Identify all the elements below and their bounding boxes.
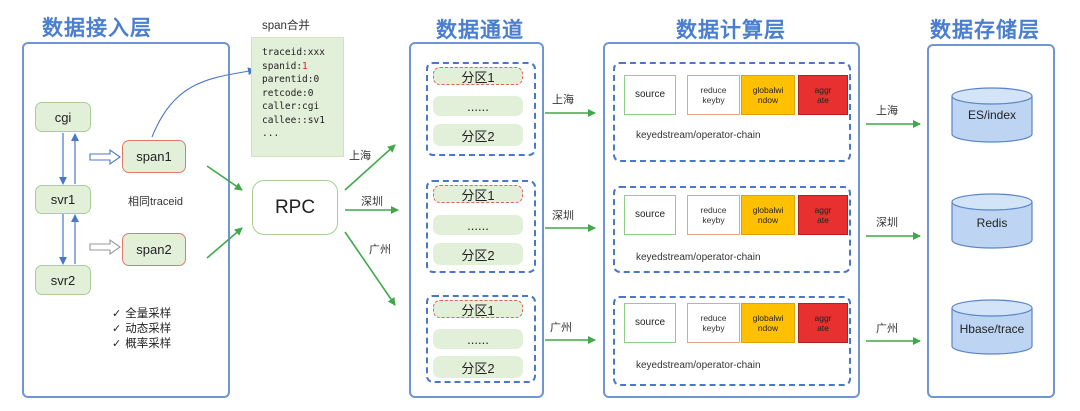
partition-2: 分区2 (433, 356, 523, 378)
aggregate-operator: aggr ate (798, 303, 848, 343)
route-city-shanghai: 上海 (349, 150, 371, 162)
compute-out-city-guangzhou: 广州 (876, 323, 898, 335)
sampling-item: ✓动态采样 (112, 323, 172, 335)
partition-ellipsis: ...... (433, 96, 523, 116)
partition-1: 分区1 (433, 67, 523, 85)
operator-chain-group (613, 62, 851, 162)
span-field-spanid: spanid:1 (262, 60, 308, 72)
span1-to-rpc-arrow (206, 165, 243, 191)
rpc-to-guangzhou-arrow (344, 231, 396, 306)
span-field-traceid: traceid:xxx (262, 47, 325, 58)
span2-to-rpc-arrow (206, 227, 243, 259)
operator-chain-label: keyedstream/operator-chain (636, 360, 761, 371)
channel-out-city-shanghai: 上海 (552, 94, 574, 106)
source-operator: source (624, 303, 676, 343)
partition-2: 分区2 (433, 243, 523, 265)
database-cylinder-icon (951, 87, 1033, 143)
partition-group (426, 295, 536, 383)
partition-ellipsis: ...... (433, 329, 523, 349)
span-field-retcode: retcode:0 (262, 87, 314, 99)
span-merge-box: traceid:xxx spanid:1 parentid:0 retcode:… (251, 37, 344, 157)
aggregate-operator: aggr ate (798, 75, 848, 115)
source-operator: source (624, 195, 676, 235)
compute-out-city-shenzhen: 深圳 (876, 217, 898, 229)
channel-layer-title: 数据通道 (436, 19, 524, 42)
svr2-node: svr2 (35, 265, 91, 295)
compute-out-city-shanghai: 上海 (876, 105, 898, 117)
svr1-node: svr1 (35, 185, 91, 214)
span-field-ellipsis: ... (262, 128, 280, 139)
reduce-keyby-operator: reduce keyby (687, 303, 740, 343)
storage-hbase-label: Hbase/trace (959, 322, 1025, 336)
global-window-operator: globalwi ndow (741, 303, 795, 343)
cgi-node: cgi (35, 102, 91, 132)
access-layer-title: 数据接入层 (42, 17, 152, 40)
check-icon: ✓ (112, 323, 122, 335)
sampling-list: ✓全量采样 ✓动态采样 ✓概率采样 (112, 307, 171, 352)
reduce-keyby-operator: reduce keyby (687, 75, 740, 115)
svr1-to-span1-hollow-arrow (89, 148, 121, 166)
check-icon: ✓ (112, 308, 122, 320)
sampling-item: ✓概率采样 (112, 338, 172, 350)
channel-out-city-shenzhen: 深圳 (552, 210, 574, 222)
operator-chain-group (613, 186, 851, 273)
span-field-callee: callee::sv1 (262, 114, 325, 126)
operator-chain-label: keyedstream/operator-chain (636, 130, 761, 141)
partition-group (426, 62, 536, 156)
partition-1: 分区1 (433, 185, 523, 203)
partition-ellipsis: ...... (433, 215, 523, 235)
reduce-keyby-operator: reduce keyby (687, 195, 740, 235)
span-merge-title: span合并 (262, 20, 310, 32)
route-city-guangzhou: 广州 (369, 244, 391, 256)
span-field-caller: caller:cgi (262, 101, 320, 112)
check-icon: ✓ (112, 338, 122, 350)
operator-chain-group (613, 296, 851, 386)
same-traceid-label: 相同traceid (128, 196, 184, 208)
partition-2: 分区2 (433, 124, 523, 146)
route-city-shenzhen: 深圳 (361, 196, 383, 208)
storage-layer-title: 数据存储层 (930, 19, 1040, 42)
partition-group (426, 180, 536, 273)
global-window-operator: globalwi ndow (741, 195, 795, 235)
database-cylinder-icon (951, 299, 1033, 355)
database-cylinder-icon (951, 193, 1033, 249)
span-field-parentid: parentid:0 (262, 74, 320, 85)
global-window-operator: globalwi ndow (741, 75, 795, 115)
source-operator: source (624, 75, 676, 115)
sampling-item: ✓全量采样 (112, 308, 172, 320)
svr2-to-span2-hollow-arrow (89, 238, 121, 256)
rpc-node: RPC (252, 180, 338, 235)
partition-1: 分区1 (433, 300, 523, 318)
rpc-to-shanghai-arrow (344, 144, 396, 191)
aggregate-operator: aggr ate (798, 195, 848, 235)
span2-node: span2 (122, 233, 186, 266)
storage-redis-label: Redis (976, 216, 1008, 230)
operator-chain-label: keyedstream/operator-chain (636, 252, 761, 263)
storage-es-label: ES/index (967, 108, 1017, 122)
span-merge-curve-arrow (151, 67, 256, 138)
compute-layer-title: 数据计算层 (676, 19, 786, 42)
span1-node: span1 (122, 140, 186, 173)
access-layer-panel (22, 42, 230, 398)
channel-out-city-guangzhou: 广州 (550, 322, 572, 334)
